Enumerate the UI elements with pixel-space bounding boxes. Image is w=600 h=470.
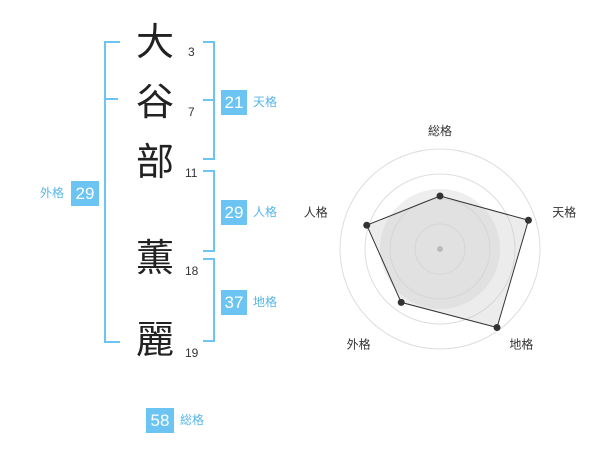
stroke-count-4: 18 (185, 264, 199, 278)
chikaku-badge: 37 (221, 290, 247, 315)
stroke-count-1: 3 (188, 45, 195, 59)
radar-ring (339, 148, 541, 350)
radar-axis-label-3: 地格 (509, 336, 533, 351)
radar-axis-label-5: 人格 (304, 205, 328, 220)
radar-point-3 (493, 323, 501, 331)
radar-axis-label-1: 総格 (428, 123, 452, 138)
name-char-1: 大 (135, 20, 174, 64)
radar-point-2 (524, 216, 532, 224)
tenkaku-bracket (203, 41, 215, 101)
soukaku-label: 総格 (180, 413, 205, 427)
radar-point-4 (397, 298, 405, 306)
stroke-count-3: 11 (185, 166, 198, 180)
jinkaku-bracket-2 (203, 170, 215, 252)
radar-axis-label-2: 天格 (552, 205, 576, 220)
soukaku-badge: 58 (146, 408, 174, 433)
name-char-2: 谷 (135, 80, 174, 124)
chikaku-bracket (203, 258, 215, 342)
jinkaku-bracket (203, 98, 215, 160)
chikaku-label: 地格 (253, 295, 278, 309)
radar-ring (414, 223, 466, 275)
jinkaku-label: 人格 (253, 205, 278, 219)
tenkaku-badge: 21 (221, 90, 247, 115)
jinkaku-badge: 29 (221, 200, 247, 225)
name-char-5: 麗 (135, 318, 174, 362)
stroke-count-2: 7 (188, 105, 195, 119)
gaikaku-tick (104, 98, 118, 100)
radar-point-5 (363, 221, 371, 229)
gaikaku-label: 外格 (40, 186, 65, 200)
radar-point-1 (436, 192, 444, 200)
radar-ring (364, 173, 516, 325)
radar-center-dot (437, 246, 443, 252)
gaikaku-badge: 29 (71, 181, 99, 206)
tenkaku-label: 天格 (253, 95, 278, 109)
gaikaku-bracket (104, 41, 120, 343)
radar-series-polygon (366, 195, 530, 329)
stroke-count-5: 19 (185, 346, 199, 360)
name-char-4: 薫 (135, 236, 174, 280)
radar-axis-label-4: 外格 (347, 336, 371, 351)
name-char-3: 部 (135, 140, 174, 184)
